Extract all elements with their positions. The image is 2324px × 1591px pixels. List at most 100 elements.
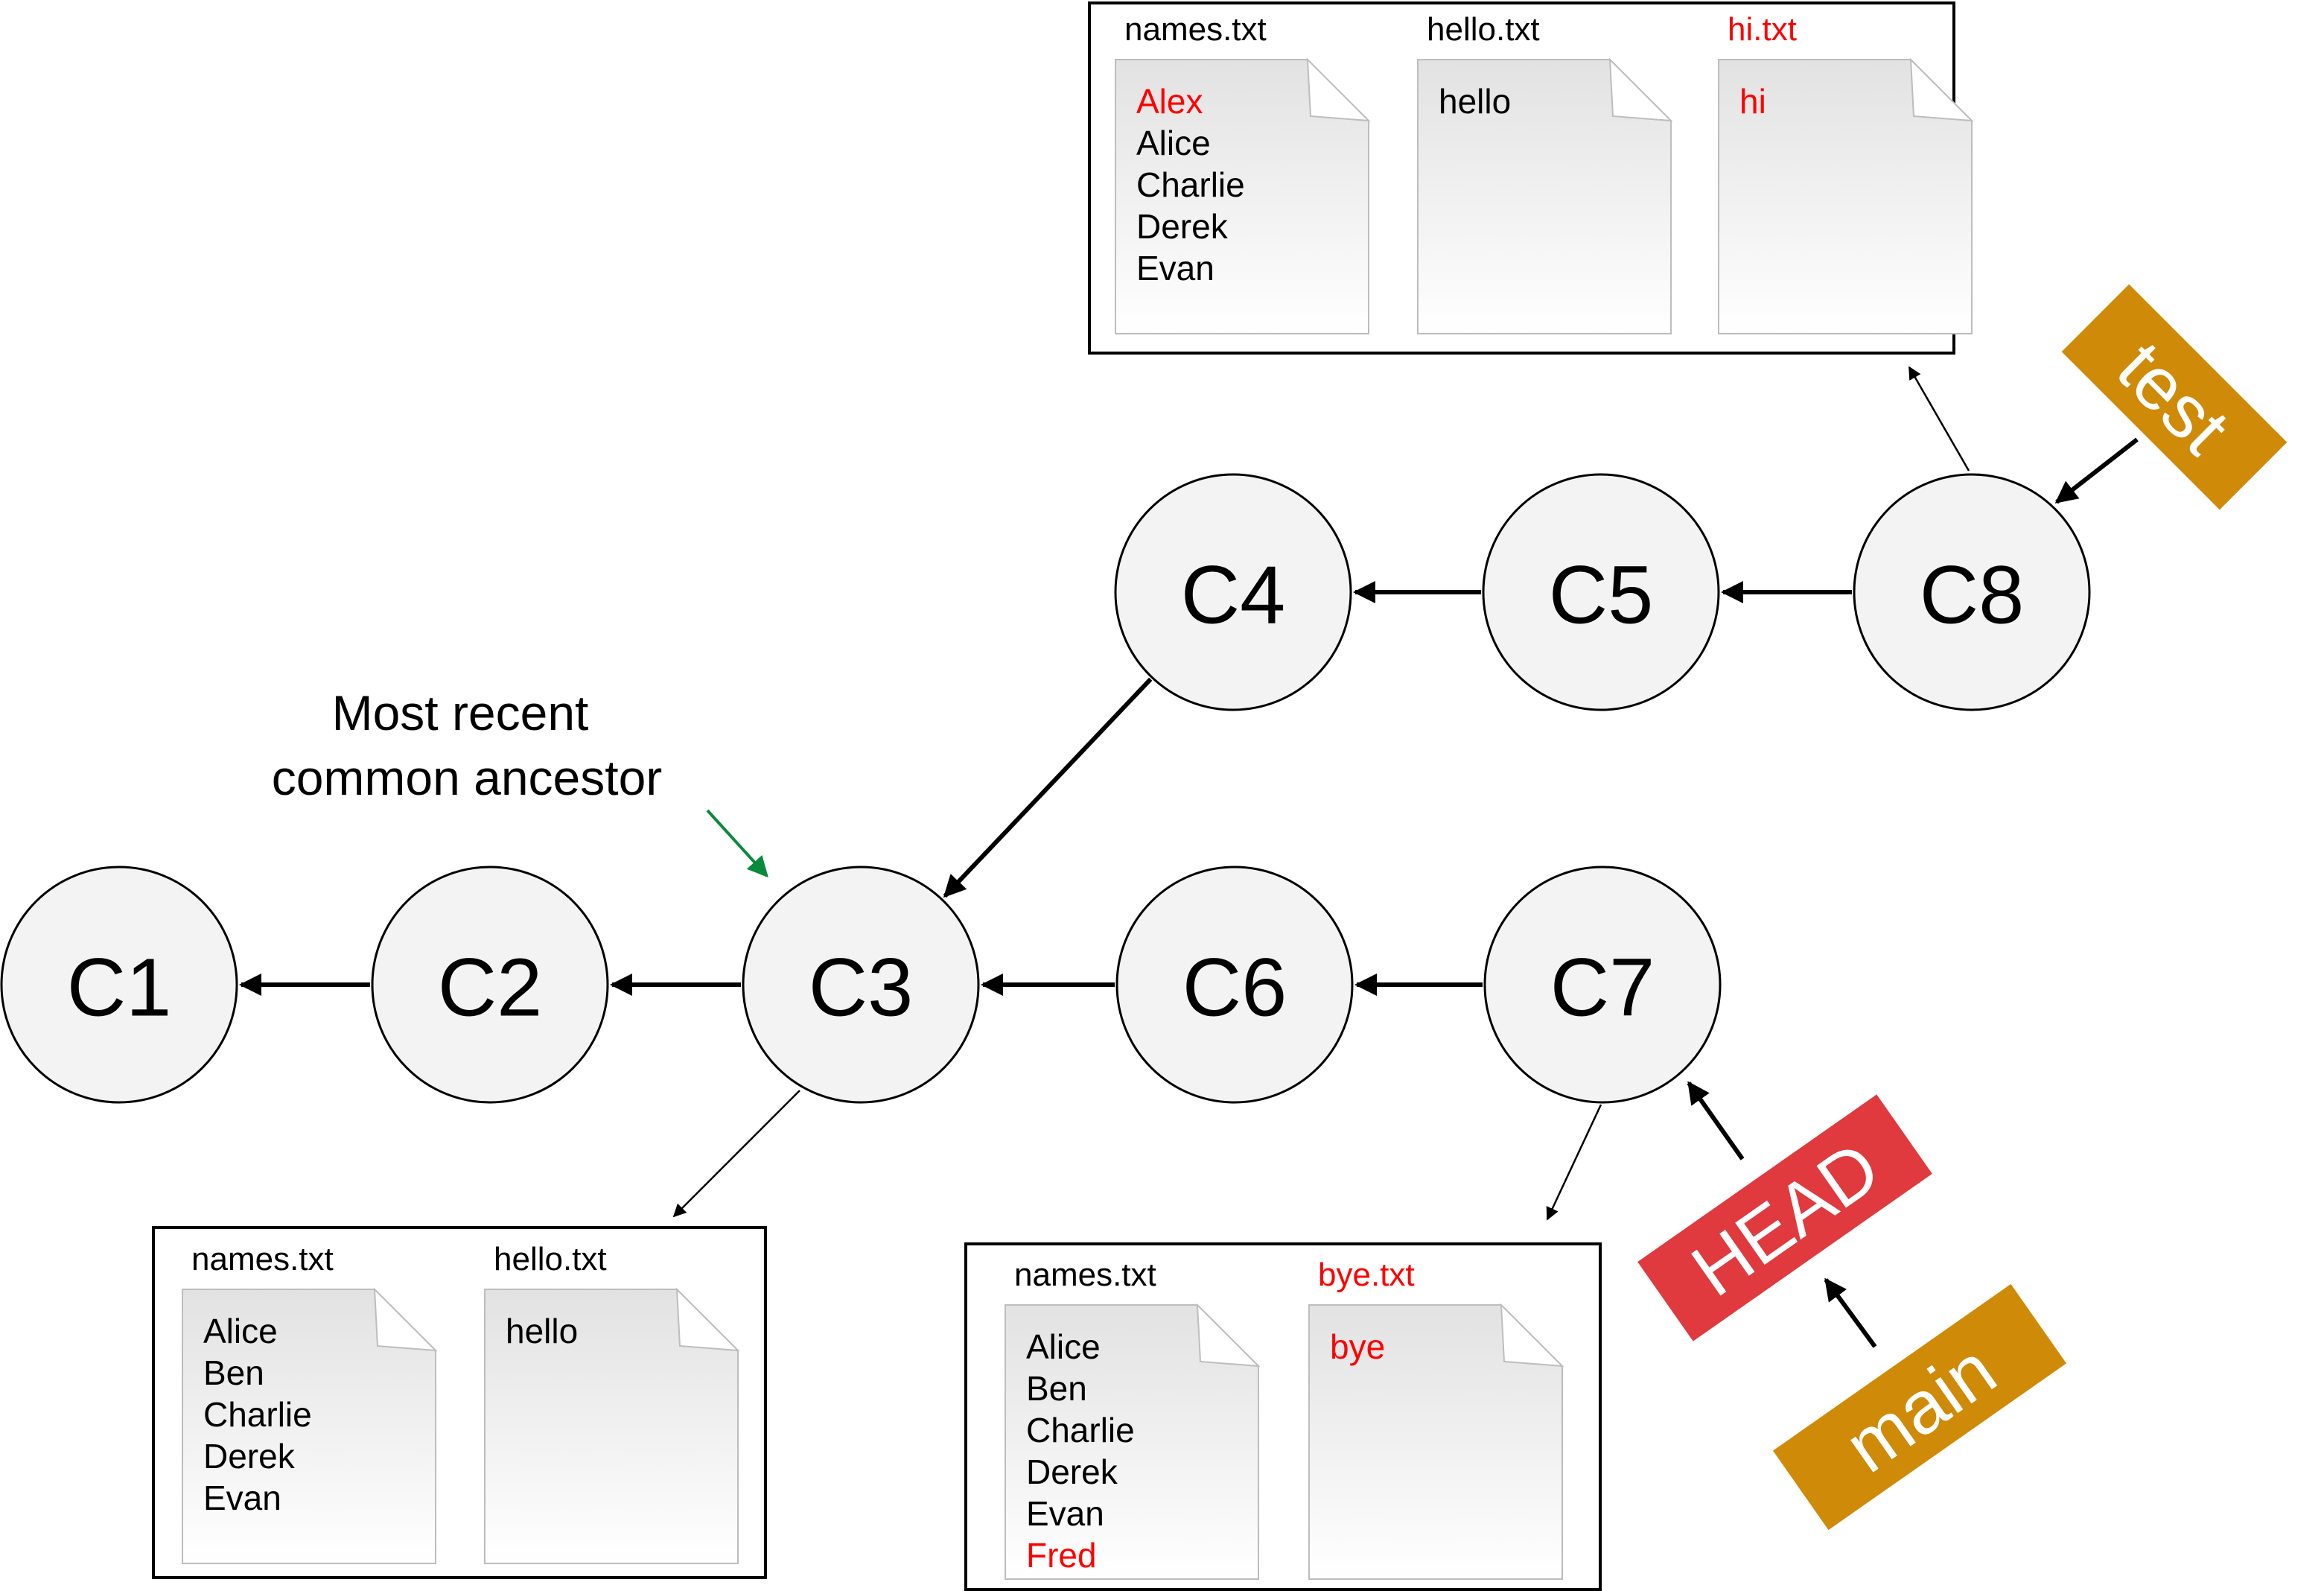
commit-node-c1[interactable]: C1: [0, 866, 238, 1104]
document-icon: [1308, 1304, 1563, 1580]
ref-test[interactable]: test: [2054, 284, 2288, 510]
commit-node-c2[interactable]: C2: [371, 866, 609, 1104]
commit-circle: [371, 866, 609, 1104]
file-line: bye: [1330, 1327, 1385, 1366]
ancestor-annotation: Most recent common ancestor: [272, 685, 768, 878]
commit-label: C6: [1182, 942, 1287, 1034]
commit-circle: [0, 866, 238, 1104]
file-line: hello: [1439, 82, 1511, 121]
page-fold: [1608, 57, 1673, 122]
document-icon: [1115, 59, 1369, 334]
commit-label: C7: [1550, 942, 1655, 1034]
commit-node-c3[interactable]: C3: [742, 866, 980, 1104]
file-line: Evan: [203, 1479, 281, 1517]
head-tag: HEAD: [1637, 1094, 1932, 1341]
commit-label: C8: [1920, 550, 2025, 641]
file-name: hello.txt: [494, 1241, 607, 1277]
file-line: Charlie: [1026, 1411, 1135, 1449]
file-line: hello: [506, 1312, 578, 1350]
file-line: Alice: [1136, 124, 1211, 162]
annotation-line-2: common ancestor: [272, 750, 663, 805]
commit-label: C4: [1181, 550, 1286, 641]
file-line: Ben: [203, 1353, 264, 1392]
commit-label: C2: [438, 942, 543, 1034]
edges-layer: [239, 581, 1852, 996]
page-fold: [373, 1287, 438, 1352]
file-name: bye.txt: [1318, 1257, 1415, 1293]
commit-label: C3: [809, 942, 914, 1034]
ref-pointer-arrow: [2054, 437, 2139, 504]
ref-main[interactable]: main: [1772, 1277, 2067, 1531]
page-fold: [1909, 57, 1974, 122]
snapshot-pointer-arrow: [1546, 1104, 1602, 1221]
snapshot-c7: names.txtAliceBenCharlieDerekEvanFredbye…: [964, 1104, 1602, 1591]
tag-background: [1637, 1094, 1932, 1341]
page-fold: [1306, 57, 1371, 122]
file-line: Ben: [1026, 1369, 1087, 1408]
commit-node-c4[interactable]: C4: [1114, 473, 1352, 711]
file-line: Evan: [1136, 249, 1214, 288]
tag-background: [2061, 284, 2288, 510]
file-line: Derek: [1136, 207, 1229, 246]
file-line: Charlie: [1136, 165, 1245, 204]
commit-label: C5: [1549, 550, 1654, 641]
ref-pointer-arrow: [1687, 1081, 1745, 1160]
annotation-line-1: Most recent: [332, 685, 589, 740]
commit-circle: [1483, 866, 1722, 1104]
file-line: Evan: [1026, 1494, 1104, 1533]
file-line: Alice: [1026, 1327, 1101, 1366]
snapshots-layer: names.txtAlexAliceCharlieDerekEvanhello.…: [152, 1, 1974, 1591]
file-hello-txt: hello.txt hello: [484, 1241, 740, 1564]
commit-node-c7[interactable]: C7: [1483, 866, 1722, 1104]
commit-circle: [1482, 473, 1720, 711]
file-name: names.txt: [1124, 11, 1267, 48]
commit-circle: [1853, 473, 2091, 711]
file-hi-txt: hi.txt hi: [1718, 11, 1974, 334]
snapshot-pointer-arrow: [672, 1090, 800, 1218]
file-bye-txt: bye.txt bye: [1308, 1257, 1564, 1580]
file-line: Derek: [203, 1437, 296, 1476]
ref-head[interactable]: HEAD: [1637, 1081, 1932, 1341]
page-fold: [675, 1287, 740, 1352]
file-name: names.txt: [1014, 1257, 1156, 1293]
snapshot-c3: names.txtAliceBenCharlieDerekEvanhello.t…: [152, 1090, 800, 1579]
snapshot-pointer-arrow: [1908, 366, 1970, 471]
file-hello-txt: hello.txt hello: [1417, 11, 1673, 334]
file-line: Fred: [1026, 1536, 1097, 1575]
page-fold: [1196, 1303, 1261, 1368]
commit-circle: [1115, 866, 1354, 1104]
document-icon: [484, 1289, 739, 1564]
tag-background: [1772, 1283, 2067, 1531]
file-name: hi.txt: [1728, 11, 1797, 48]
ref-pointer-arrow: [1824, 1277, 1877, 1348]
commit-label: C1: [67, 942, 172, 1034]
file-line: Alice: [203, 1312, 278, 1350]
page-fold: [1500, 1303, 1564, 1368]
file-name: hello.txt: [1427, 11, 1540, 48]
branch-tag: test: [2061, 284, 2288, 510]
document-icon: [1005, 1304, 1259, 1580]
commit-circle: [742, 866, 980, 1104]
document-icon: [1417, 59, 1672, 334]
file-name: names.txt: [191, 1241, 334, 1277]
file-line: hi: [1739, 82, 1766, 121]
commit-node-c6[interactable]: C6: [1115, 866, 1354, 1104]
annotation-arrow: [706, 809, 768, 878]
file-line: Charlie: [203, 1395, 312, 1434]
document-icon: [182, 1289, 436, 1564]
file-line: Alex: [1136, 82, 1203, 121]
commit-node-c8[interactable]: C8: [1853, 473, 2091, 711]
branch-tag: main: [1772, 1283, 2067, 1531]
commit-circle: [1114, 473, 1352, 711]
parent-edge-c4-c3: [943, 677, 1153, 898]
document-icon: [1718, 59, 1973, 334]
file-line: Derek: [1026, 1452, 1118, 1491]
commit-node-c5[interactable]: C5: [1482, 473, 1720, 711]
snapshot-c8: names.txtAlexAliceCharlieDerekEvanhello.…: [1088, 1, 1974, 471]
